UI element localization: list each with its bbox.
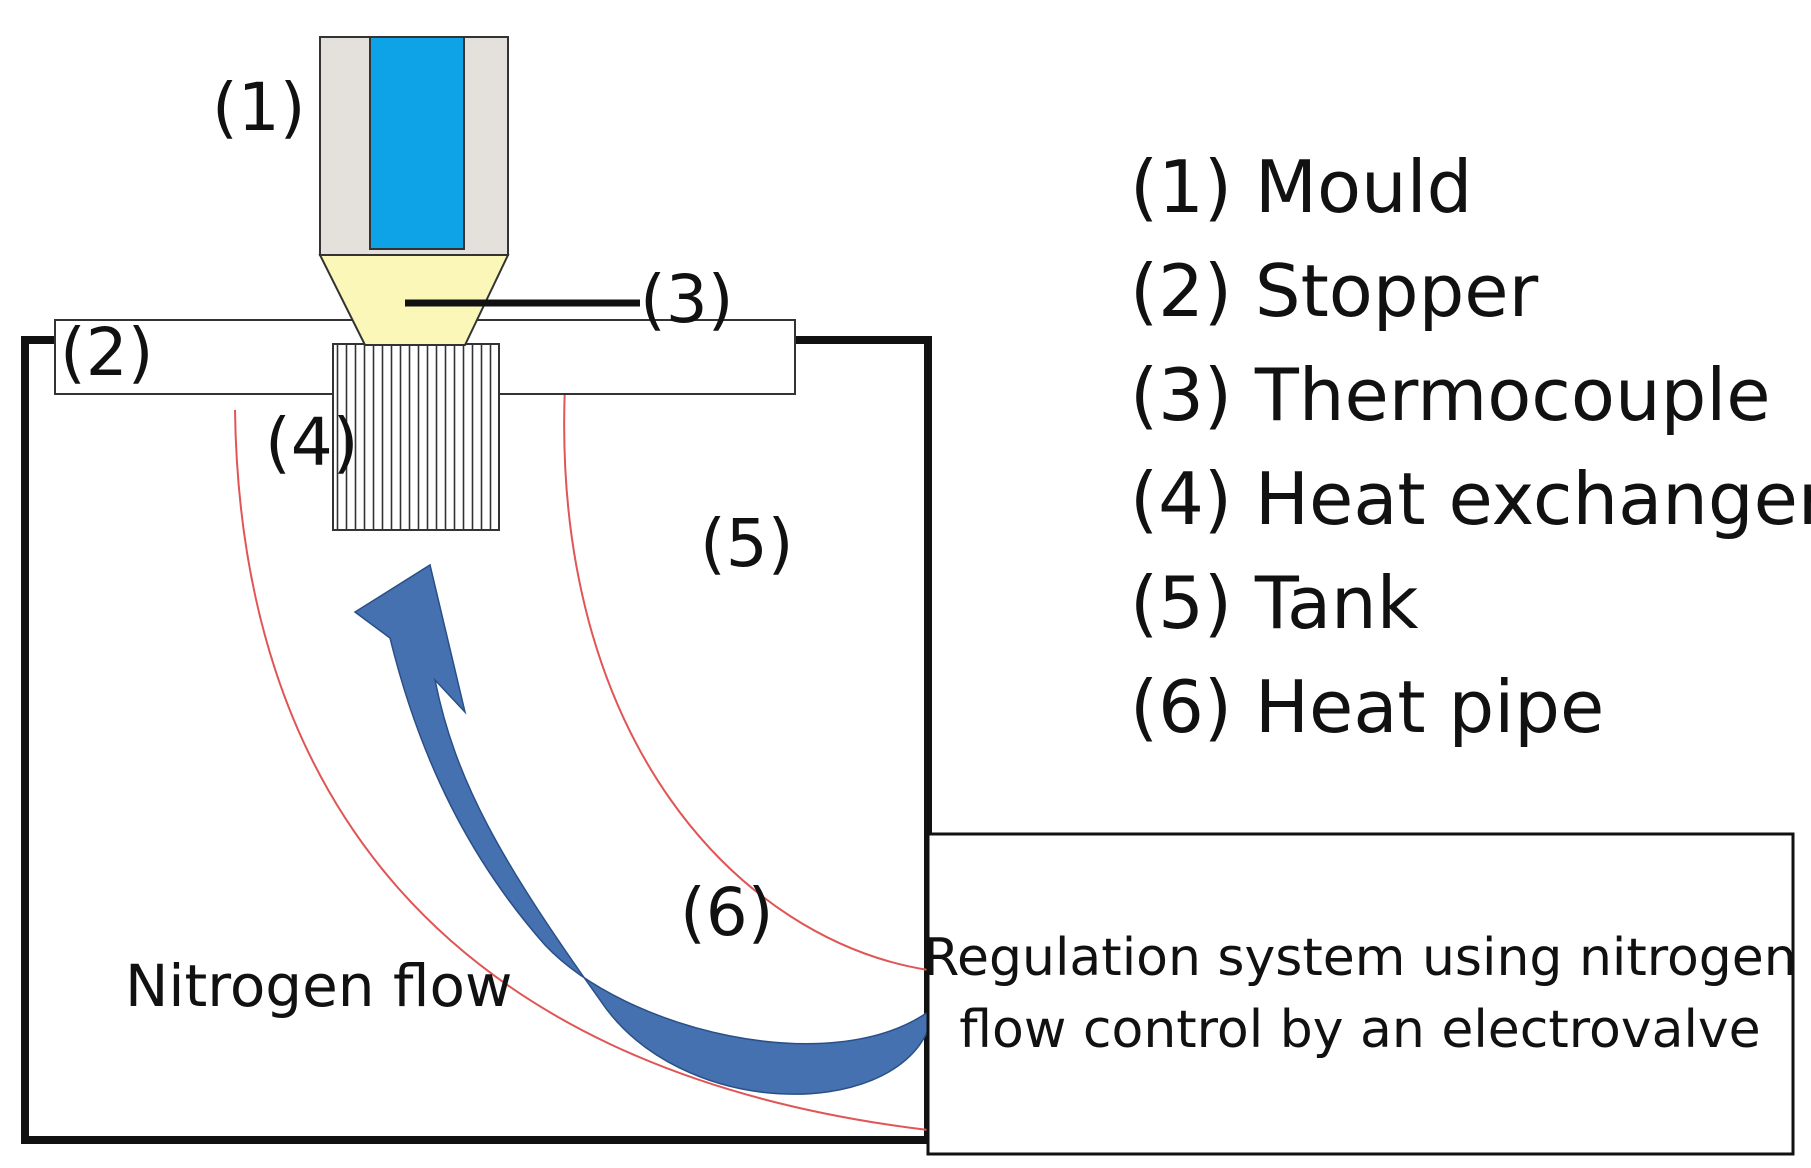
legend: (1) Mould (2) Stopper (3) Thermocouple (… (1130, 145, 1811, 749)
heat-pipe-inner-line (563, 384, 929, 971)
mould-cavity (369, 36, 465, 250)
nitrogen-flow-arrow (353, 563, 929, 1095)
callout-heat-pipe: (6) (680, 874, 774, 951)
legend-item-thermocouple: (3) Thermocouple (1130, 353, 1771, 437)
heat-pipe-outer-line (234, 409, 929, 1131)
regulation-box-line-1: Regulation system using nitrogen (923, 928, 1797, 988)
callout-tank: (5) (700, 505, 794, 582)
regulation-system-box (926, 832, 1795, 1156)
regulation-box-line-2: flow control by an electrovalve (959, 1000, 1760, 1060)
legend-item-mould: (1) Mould (1130, 145, 1472, 229)
tank-wall (21, 336, 932, 1144)
callout-mould: (1) (212, 69, 306, 146)
legend-item-heat-pipe: (6) Heat pipe (1130, 665, 1604, 749)
callout-heat-exchanger: (4) (265, 404, 359, 481)
nitrogen-flow-label: Nitrogen flow (125, 952, 512, 1020)
callout-stopper: (2) (60, 314, 154, 391)
callout-thermocouple: (3) (640, 261, 734, 338)
legend-item-heat-exchanger: (4) Heat exchanger (1130, 457, 1811, 541)
legend-item-tank: (5) Tank (1130, 561, 1419, 645)
legend-item-stopper: (2) Stopper (1130, 249, 1539, 333)
